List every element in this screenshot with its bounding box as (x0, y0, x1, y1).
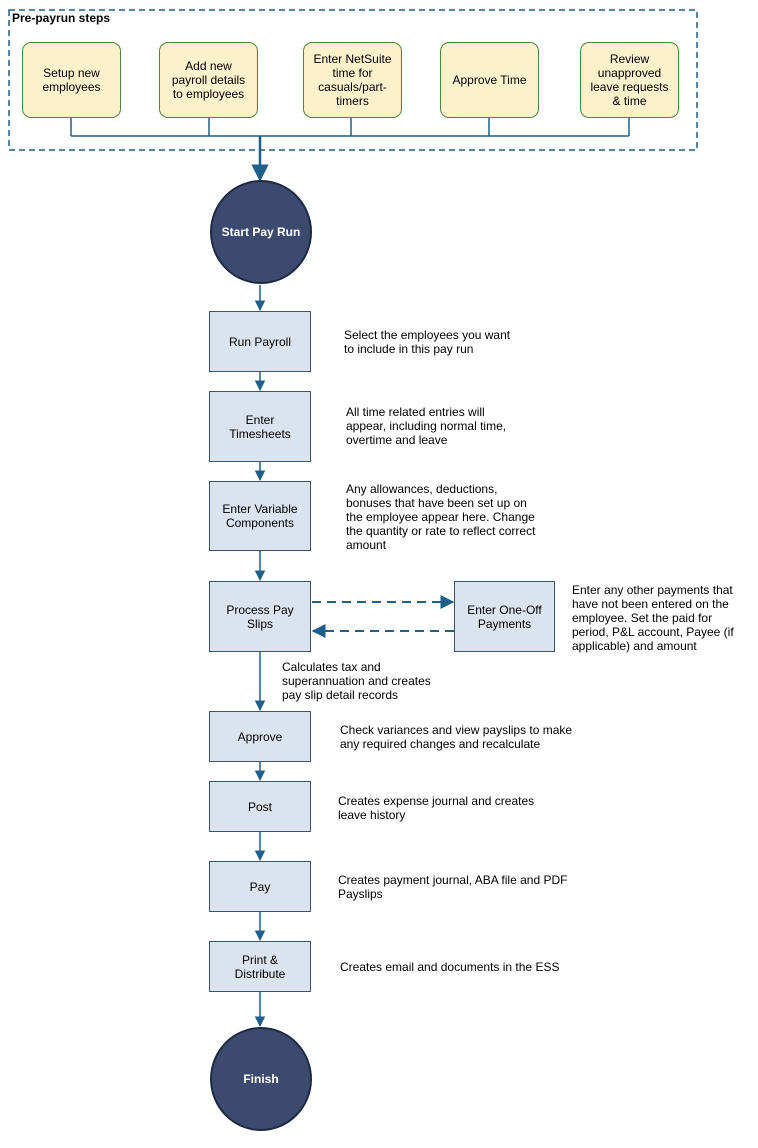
approve-note: Check variances and view payslips to mak… (340, 723, 573, 751)
print-distribute-step[interactable]: Print & Distribute (209, 941, 311, 992)
add-payroll-details-label: Add new payroll details to employees (171, 59, 246, 101)
start-pay-run-node[interactable]: Start Pay Run (210, 180, 312, 284)
enter-netsuite-time-label: Enter NetSuite time for casuals/part-tim… (313, 52, 392, 108)
one-off-arrows (311, 595, 455, 638)
pay-step[interactable]: Pay (209, 861, 311, 912)
enter-timesheets-label: Enter Timesheets (229, 412, 291, 441)
enter-timesheets-note: All time related entries will appear, in… (346, 405, 507, 447)
pre-payrun-group-label: Pre-payrun steps (12, 11, 111, 25)
process-pay-slips-label: Process Pay Slips (226, 602, 294, 631)
post-label: Post (247, 799, 272, 814)
process-pay-slips-step[interactable]: Process Pay Slips (209, 581, 311, 652)
process-pay-slips-note: Calculates tax and superannuation and cr… (282, 660, 431, 702)
enter-variable-components-label: Enter Variable Components (222, 502, 298, 530)
run-payroll-label: Run Payroll (228, 334, 292, 349)
approve-step[interactable]: Approve (209, 711, 311, 762)
review-leave-requests-label: Review unapproved leave requests & time (590, 52, 669, 108)
enter-variable-components-note: Any allowances, deductions, bonuses that… (346, 482, 536, 552)
run-payroll-step[interactable]: Run Payroll (209, 311, 311, 372)
add-payroll-details-box[interactable]: Add new payroll details to employees (159, 42, 258, 118)
print-distribute-label: Print & Distribute (234, 952, 286, 981)
review-leave-requests-box[interactable]: Review unapproved leave requests & time (580, 42, 679, 118)
enter-timesheets-step[interactable]: Enter Timesheets (209, 391, 311, 462)
print-distribute-note: Creates email and documents in the ESS (340, 960, 560, 974)
enter-netsuite-time-box[interactable]: Enter NetSuite time for casuals/part-tim… (303, 42, 402, 118)
enter-one-off-payments-step[interactable]: Enter One-Off Payments (454, 581, 555, 652)
post-note: Creates expense journal and creates leav… (338, 794, 535, 822)
finish-label: Finish (243, 1072, 279, 1086)
approve-time-label: Approve Time (452, 73, 527, 87)
setup-new-employees-box[interactable]: Setup new employees (22, 42, 121, 118)
pay-label: Pay (249, 879, 271, 894)
approve-label: Approve (237, 729, 283, 744)
pre-payrun-connectors (70, 118, 630, 137)
setup-new-employees-label: Setup new employees (42, 66, 101, 94)
start-pay-run-label: Start Pay Run (221, 225, 301, 239)
pre-payrun-group-border (8, 9, 698, 151)
approve-time-box[interactable]: Approve Time (440, 42, 539, 118)
enter-one-off-payments-label: Enter One-Off Payments (467, 602, 542, 631)
pay-note: Creates payment journal, ABA file and PD… (338, 873, 568, 901)
run-payroll-note: Select the employees you want to include… (344, 328, 511, 356)
post-step[interactable]: Post (209, 781, 311, 832)
enter-variable-components-step[interactable]: Enter Variable Components (209, 481, 311, 551)
enter-one-off-payments-note: Enter any other payments that have not b… (572, 583, 734, 653)
finish-node[interactable]: Finish (210, 1027, 312, 1131)
